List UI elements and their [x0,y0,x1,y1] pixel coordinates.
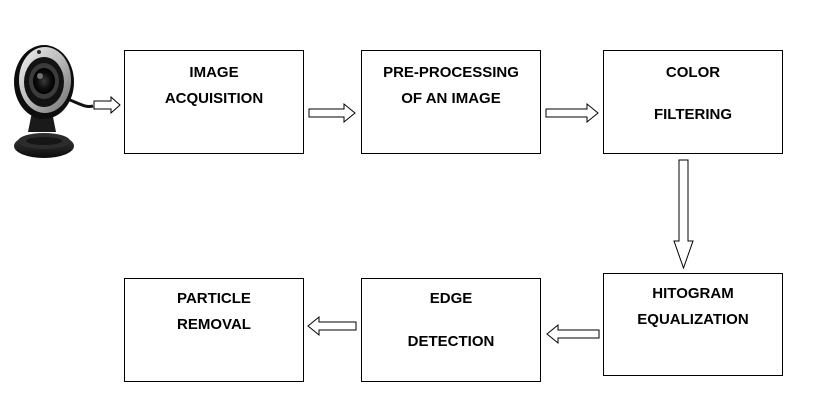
arrow-color-filtering-to-histogram [673,159,694,270]
step-image-acquisition: IMAGE ACQUISITION [124,50,304,154]
step-pre-processing-line2: OF AN IMAGE [401,90,501,107]
step-edge-detection-line2: DETECTION [407,333,495,350]
step-particle-removal-line2: REMOVAL [177,316,251,333]
step-histogram-equalization-line1: HITOGRAM [652,285,734,302]
step-color-filtering-line2: FILTERING [653,106,733,123]
step-histogram-equalization-line2: EQUALIZATION [637,311,749,328]
step-particle-removal-line1: PARTICLE [177,290,251,307]
step-edge-detection-line1: EDGE [429,290,473,307]
arrow-preprocessing-to-color-filtering [545,102,599,124]
step-image-acquisition-line1: IMAGE [189,64,239,81]
step-pre-processing: PRE-PROCESSING OF AN IMAGE [361,50,541,154]
step-pre-processing-line1: PRE-PROCESSING [383,64,519,81]
step-color-filtering: COLOR FILTERING [603,50,783,154]
step-image-acquisition-line2: ACQUISITION [164,90,264,107]
arrow-histogram-to-edge-detection [546,323,600,345]
step-edge-detection: EDGE DETECTION [361,278,541,382]
step-color-filtering-line1: COLOR [665,64,721,81]
arrow-edge-detection-to-particle-removal [307,315,357,337]
arrow-acquisition-to-preprocessing [308,102,356,124]
step-particle-removal: PARTICLE REMOVAL [124,278,304,382]
arrow-webcam-to-acquisition [93,95,121,115]
step-histogram-equalization: HITOGRAM EQUALIZATION [603,273,783,376]
